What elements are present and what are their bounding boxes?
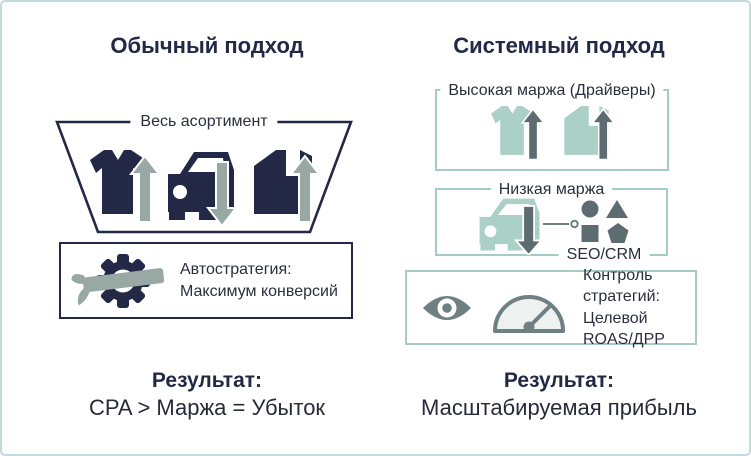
autostrategy-line1: Автостратегия: [180,261,292,279]
gauge-icon [493,294,565,333]
control-line1: Контроль стратегий: [583,267,660,306]
right-column-title: Системный подход [453,33,665,58]
seo-crm-label: SEO/CRM [558,244,650,265]
high-margin-icons [437,103,667,169]
hoodie-up-icon [254,150,320,223]
right-result-title: Результат: [503,369,615,392]
tshirt-up-icon [491,106,546,161]
left-result: Результат: CPA > Маржа = Убыток [17,368,397,421]
control-line2: Целевой ROAS/ДРР [583,309,665,348]
high-margin-box: Высокая маржа (Драйверы) [435,80,669,171]
control-text: Контроль стратегий: Целевой ROAS/ДРР [583,265,695,349]
left-result-title: Результат: [151,369,263,392]
autostrategy-text: Автостратегия: Максимум конверсий [180,259,338,301]
car-down-icon [168,152,239,226]
eye-icon [423,295,471,320]
segments-shapes-icon [581,200,629,243]
low-margin-box: Низкая маржа SEO/CRM [435,179,668,265]
autostrategy-line2: Максимум конверсий [180,282,338,300]
car-down-icon [479,198,544,255]
left-result-text: CPA > Маржа = Убыток [88,395,326,420]
assortment-funnel: Весь асортимент [54,112,354,236]
tshirt-up-icon [90,150,160,223]
connector-icon [543,219,579,229]
strategy-control-box: Контроль стратегий: Целевой ROAS/ДРР [405,267,697,348]
high-margin-label: Высокая маржа (Драйверы) [440,80,664,101]
funnel-label: Весь асортимент [130,112,278,132]
low-margin-label: Низкая маржа [490,179,613,200]
right-result: Результат: Масштабируемая прибыль [392,368,726,421]
autostrategy-box: Автостратегия: Максимум конверсий [59,242,353,319]
right-result-text: Масштабируемая прибыль [421,395,697,420]
hoodie-up-icon [564,106,616,161]
gear-wrench-icon [71,253,165,308]
left-column-title: Обычный подход [110,33,304,58]
